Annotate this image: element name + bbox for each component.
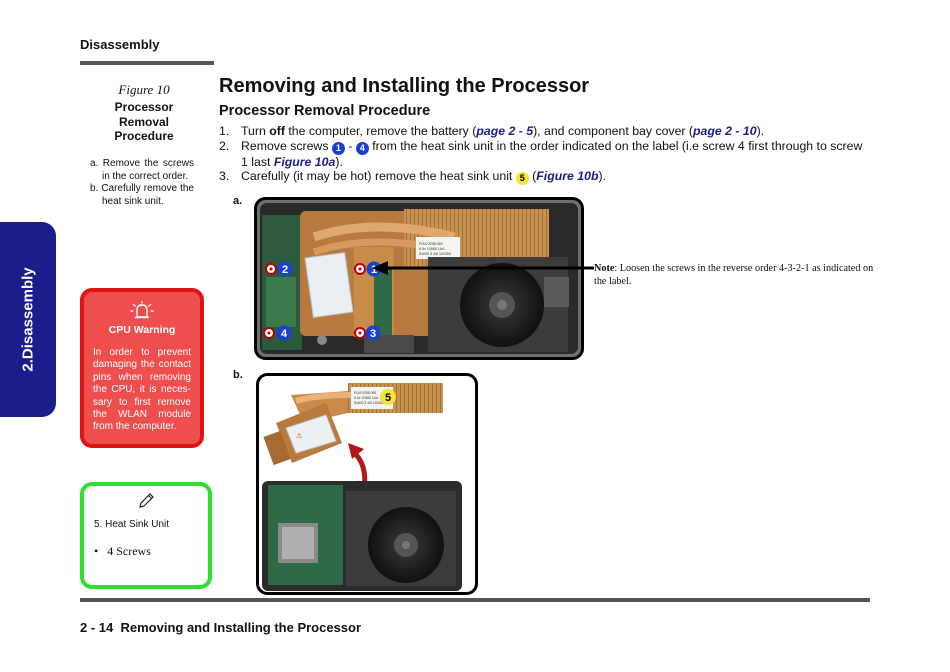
- step-number: 3.: [219, 169, 230, 183]
- step-text: Carefully (it may be hot) remove the hea…: [241, 169, 516, 183]
- figure-reference-link[interactable]: Figure 10a: [273, 154, 336, 169]
- page-reference-link[interactable]: page 2 - 5: [476, 124, 534, 138]
- footer-rule: [80, 598, 870, 602]
- footer-title: Removing and Installing the Processor: [120, 620, 362, 635]
- parts-legend-box: 5. Heat Sink Unit • 4 Screws: [80, 482, 212, 589]
- callout-badge-4: 4: [355, 141, 369, 155]
- step-1: 1. Turn off the computer, remove the bat…: [219, 124, 869, 139]
- header-rule: [80, 61, 214, 65]
- chapter-side-tab-label: 2.Disassembly: [19, 267, 37, 372]
- screw-marker: [354, 327, 366, 339]
- pen-icon: [139, 493, 154, 508]
- section-header: Disassembly: [80, 37, 160, 52]
- figure-number: Figure 10: [118, 82, 170, 97]
- screw-marker: [265, 263, 277, 275]
- photo-a-label: a.: [233, 195, 243, 207]
- callout-number: 2: [282, 264, 288, 276]
- page-title: Removing and Installing the Processor: [219, 75, 590, 97]
- step-text: ).: [335, 154, 343, 169]
- photo-b-label: b.: [233, 369, 243, 381]
- callout-badge: 1: [366, 261, 382, 277]
- step-2: 2. Remove screws 1 - 4 from the heat sin…: [219, 139, 869, 170]
- note-body: : Loosen the screws in the reverse order…: [594, 263, 874, 287]
- warning-text: In order to prevent damaging the contact…: [93, 347, 191, 433]
- callout-badge: 2: [277, 261, 293, 277]
- procedure-subtitle: Processor Removal Procedure: [219, 103, 431, 119]
- step-3: 3. Carefully (it may be hot) remove the …: [219, 169, 869, 185]
- note-label: Note: [594, 263, 615, 274]
- warning-title: CPU Warning: [108, 324, 176, 336]
- figure-note-b: b. Carefully remove the heat sink unit.: [90, 183, 194, 207]
- step-text: ).: [598, 169, 606, 183]
- callout-number: 3: [370, 328, 376, 340]
- figure-reference-link[interactable]: Figure 10b: [536, 169, 599, 183]
- figure-notes: a. Remove the screws in the correct orde…: [90, 158, 194, 208]
- sticker-line: 6.5x 10585 1AA: [419, 247, 445, 251]
- step-text: the computer, remove the battery (: [284, 124, 477, 138]
- page-number: 2 - 14: [80, 620, 114, 635]
- callout-badge-1: 1: [331, 141, 345, 155]
- step-emphasis: off: [269, 124, 285, 138]
- sticker-line: 9/4/00 3 4/8 102300: [354, 401, 384, 405]
- legend-item-heat-sink: 5. Heat Sink Unit: [94, 519, 170, 530]
- step-text: from the heat sink unit in the order ind…: [241, 138, 863, 169]
- callout-badge-5: 5: [515, 172, 529, 185]
- note-text: Note: Loosen the screws in the reverse o…: [594, 262, 874, 288]
- screw-marker: [263, 327, 275, 339]
- step-text: Remove screws: [241, 138, 332, 153]
- procedure-steps: 1. Turn off the computer, remove the bat…: [219, 124, 869, 185]
- step-text: ).: [756, 124, 765, 138]
- callout-number: 1: [371, 264, 377, 276]
- figure-title: Processor Removal Procedure: [114, 100, 174, 143]
- step-text: -: [344, 138, 356, 153]
- legend-screws-text: 4 Screws: [107, 544, 151, 558]
- callout-number: 4: [281, 328, 288, 340]
- callout-badge: 3: [365, 325, 381, 341]
- callout-badge: 4: [276, 325, 292, 341]
- photo-b-heatsink-diagram: P/2A 0298 069 6.5x 10585 1AA 9/4/00 3 4/…: [256, 373, 478, 595]
- screw-marker: [354, 263, 366, 275]
- warning-bell-icon: [130, 301, 154, 319]
- sticker-line: P/2A 0298 069: [419, 242, 443, 246]
- step-number: 1.: [219, 124, 230, 138]
- legend-item-screws: • 4 Screws: [94, 544, 151, 558]
- photo-a-screws-diagram: P/2A 0298 069 6.5x 10585 1AA 9/4/00 3 4/…: [254, 197, 584, 360]
- step-text: ), and component bay cover (: [533, 124, 694, 138]
- callout-number: 5: [385, 392, 391, 404]
- sticker-line: P/2A 0298 069: [354, 391, 376, 395]
- cpu-warning-box: CPU Warning In order to prevent damaging…: [80, 288, 204, 448]
- chapter-side-tab: 2.Disassembly: [0, 222, 56, 417]
- step-text: (: [528, 169, 537, 183]
- figure-note-a: a. Remove the screws in the correct orde…: [90, 158, 194, 182]
- sticker-line: 9/4/00 3 4/8 102300: [419, 252, 451, 256]
- figure-caption: Figure 10 Processor Removal Procedure: [95, 82, 193, 144]
- page-footer: 2 - 14 Removing and Installing the Proce…: [80, 620, 361, 635]
- sticker-line: 6.5x 10585 1AA: [354, 396, 379, 400]
- callout-badge: 5: [380, 389, 396, 405]
- step-number: 2.: [219, 138, 230, 153]
- step-text: Turn: [241, 124, 270, 138]
- page-reference-link[interactable]: page 2 - 10: [693, 124, 757, 138]
- note-arrow-icon: [372, 261, 594, 275]
- svg-text:⚠: ⚠: [296, 432, 302, 440]
